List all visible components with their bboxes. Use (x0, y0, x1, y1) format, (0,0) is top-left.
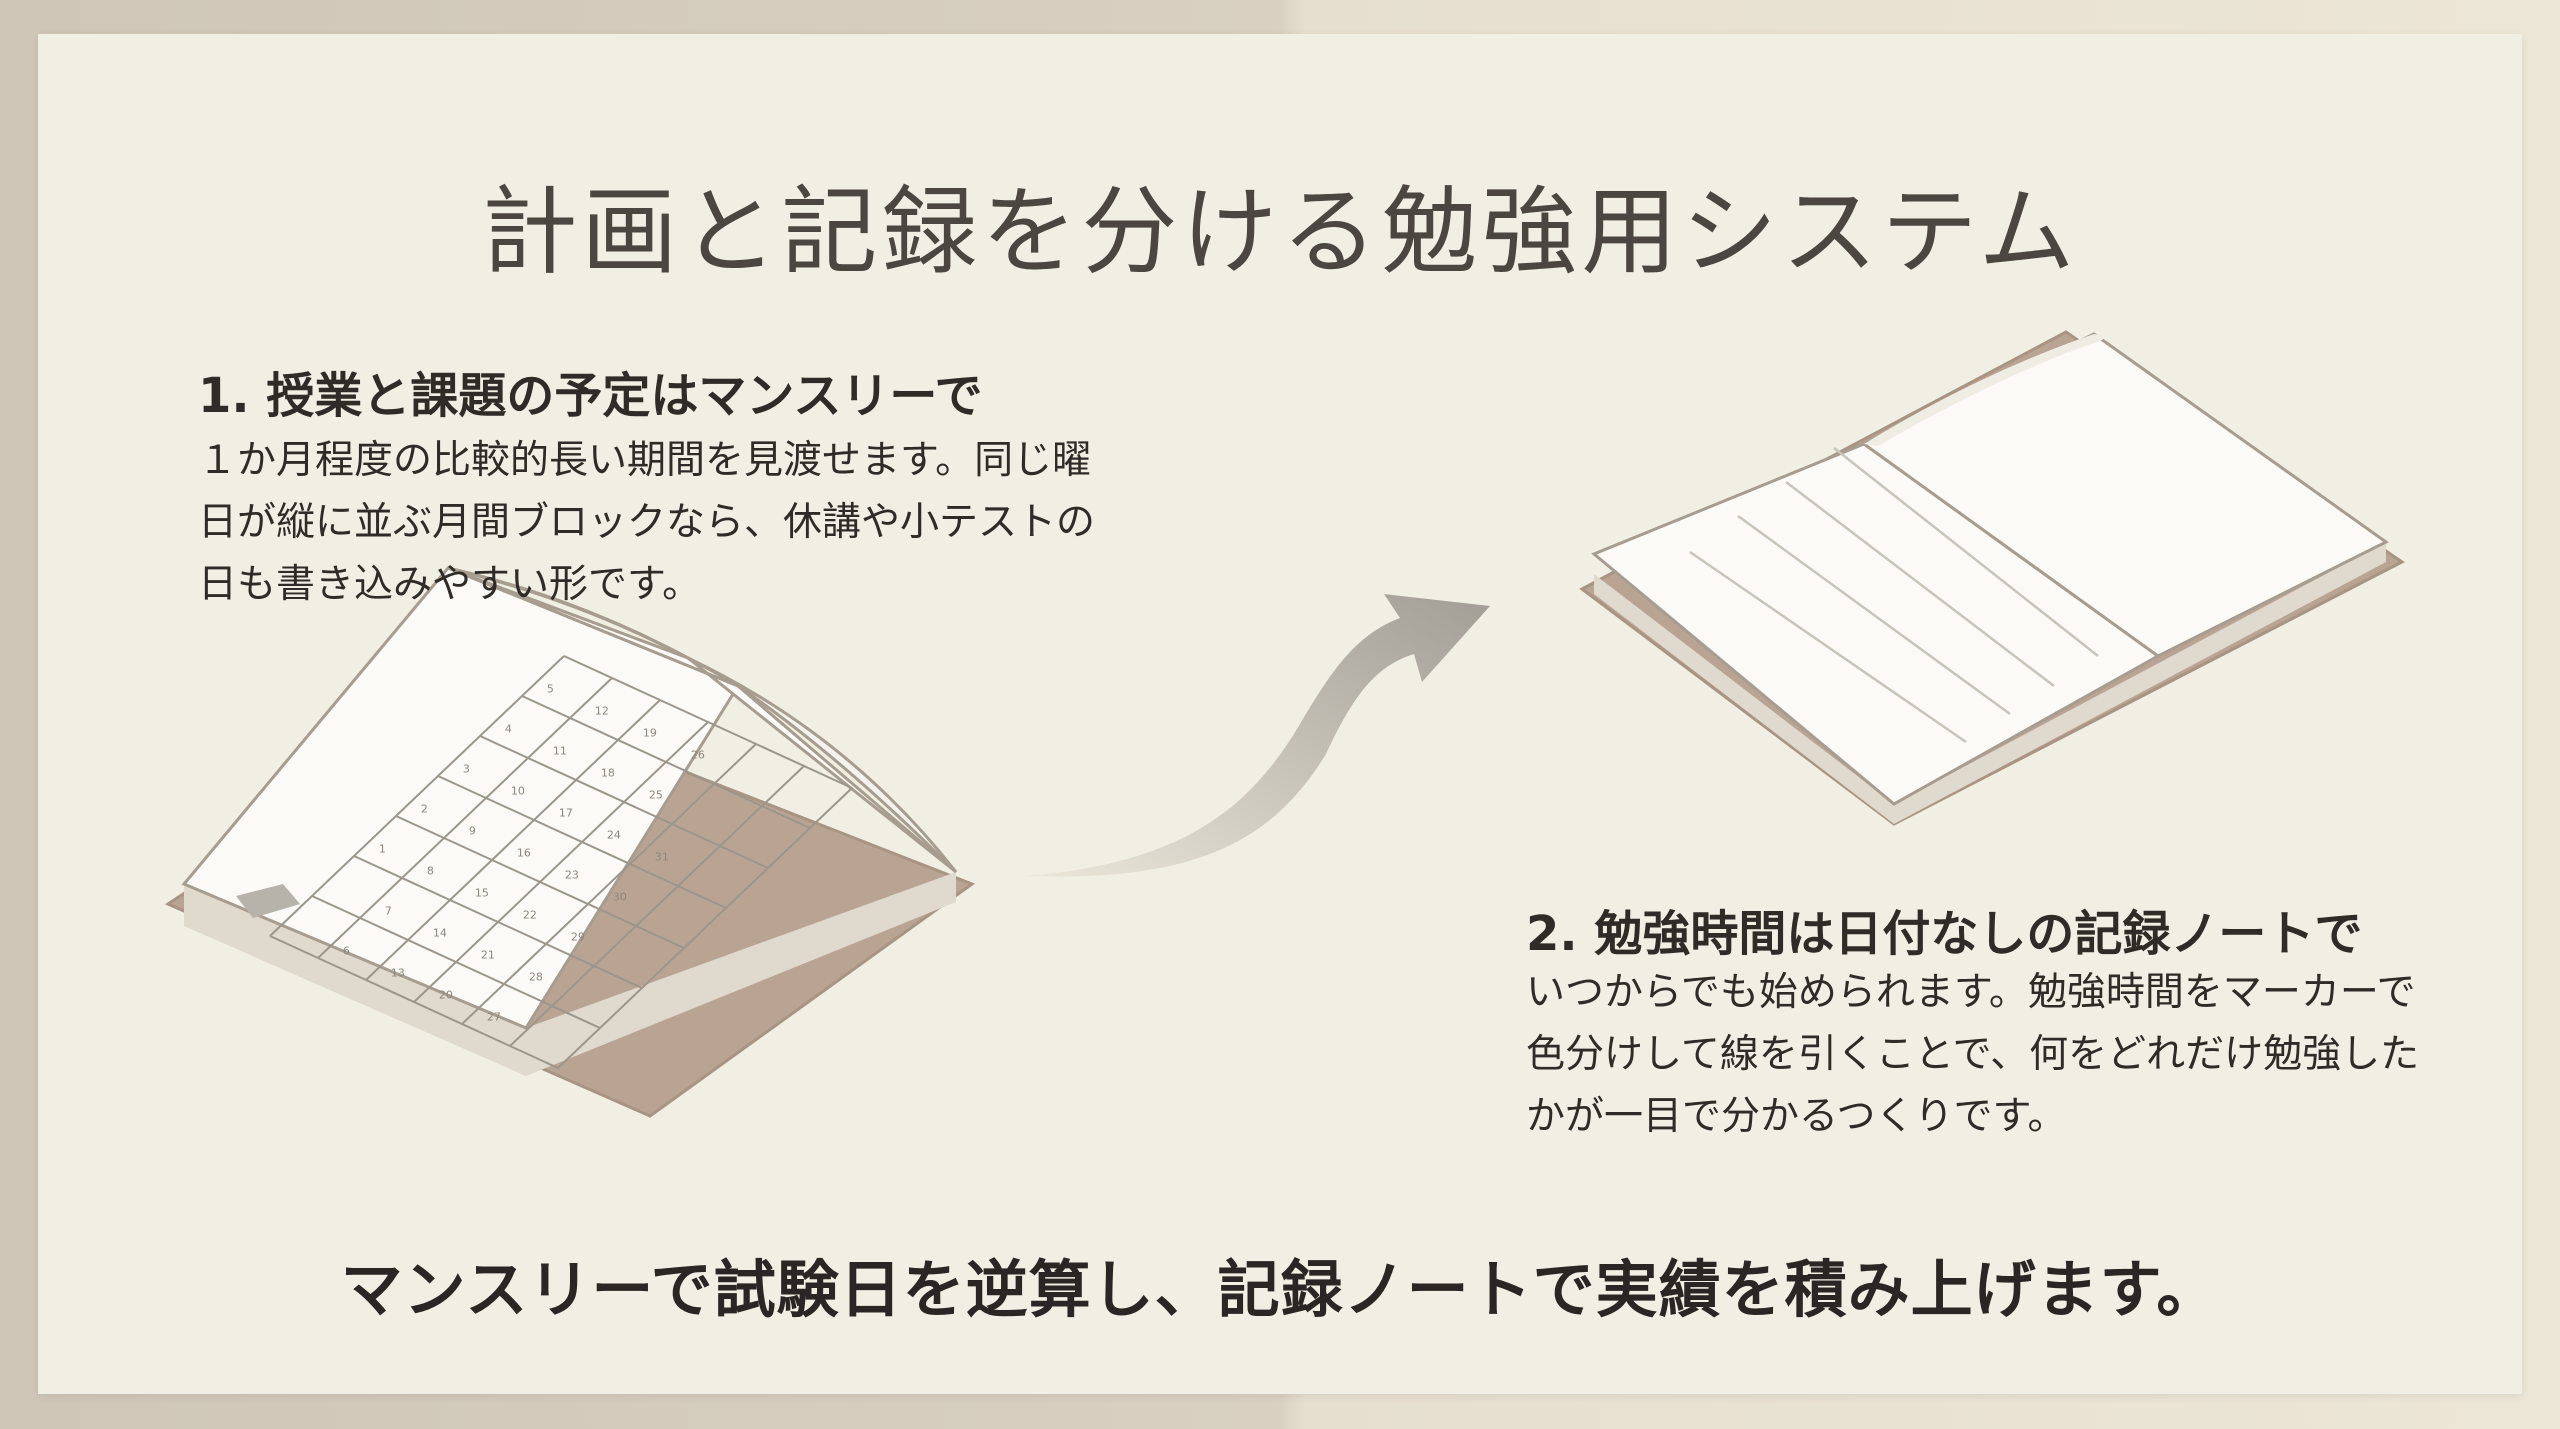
calendar-day-label: 7 (385, 905, 392, 918)
calendar-day-label: 27 (487, 1011, 501, 1024)
calendar-grid-line (557, 787, 853, 1069)
calendar-day-label: 17 (559, 807, 573, 820)
calendar-day-label: 13 (391, 967, 405, 980)
monthly-notebook-icon: 1234567891011121314151617181920212223242… (164, 566, 976, 1118)
section1-body: １か月程度の比較的長い期間を見渡せます。同じ曜日が縦に並ぶ月間ブロックなら、休講… (198, 438, 1096, 607)
calendar-day-label: 18 (601, 767, 615, 780)
record-notebook-icon (1579, 330, 2405, 826)
calendar-day-label: 26 (691, 749, 705, 762)
calendar-grid: 1234567891011121314151617181920212223242… (269, 655, 853, 1069)
calendar-day-label: 20 (439, 989, 453, 1002)
calendar-grid-line (365, 699, 661, 981)
calendar-day-label: 16 (517, 847, 531, 860)
calendar-day-label: 9 (469, 825, 476, 838)
calendar-grid-line (269, 655, 565, 937)
calendar-day-label: 11 (553, 745, 567, 758)
calendar-day-label: 14 (433, 927, 447, 940)
calendar-day-label: 4 (505, 723, 512, 736)
calendar-day-label: 21 (481, 949, 495, 962)
calendar-day-label: 25 (649, 789, 663, 802)
calendar-grid-line (509, 765, 805, 1047)
illustration: 1234567891011121314151617181920212223242… (164, 330, 2405, 1118)
calendar-grid-line (317, 677, 613, 959)
calendar-day-label: 10 (511, 785, 525, 798)
calendar-grid-line (461, 743, 757, 1025)
page-title: 計画と記録を分ける勉強用システム (481, 176, 2079, 288)
section1-heading: 1. 授業と課題の予定はマンスリーで (198, 368, 983, 424)
calendar-day-label: 24 (607, 829, 621, 842)
calendar-day-label: 2 (421, 803, 428, 816)
calendar-day-label: 1 (379, 843, 386, 856)
calendar-day-label: 5 (547, 683, 554, 696)
calendar-day-label: 29 (571, 931, 585, 944)
calendar-day-label: 6 (343, 945, 350, 958)
calendar-grid-line (413, 721, 709, 1003)
flow-arrow-icon (1024, 594, 1490, 877)
calendar-day-label: 12 (595, 705, 609, 718)
calendar-day-label: 28 (529, 971, 543, 984)
calendar-day-label: 8 (427, 865, 434, 878)
calendar-day-label: 30 (613, 891, 627, 904)
calendar-day-label: 3 (463, 763, 470, 776)
calendar-day-label: 22 (523, 909, 537, 922)
calendar-day-label: 19 (643, 727, 657, 740)
section2-heading: 2. 勉強時間は日付なしの記録ノートで (1526, 906, 2363, 962)
summary-footer: マンスリーで試験日を逆算し、記録ノートで実績を積み上げます。 (340, 1253, 2220, 1326)
calendar-day-label: 31 (655, 851, 669, 864)
calendar-day-label: 15 (475, 887, 489, 900)
section2-body: いつからでも始められます。勉強時間をマーカーで色分けして線を引くことで、何をどれ… (1526, 970, 2420, 1139)
calendar-day-label: 23 (565, 869, 579, 882)
